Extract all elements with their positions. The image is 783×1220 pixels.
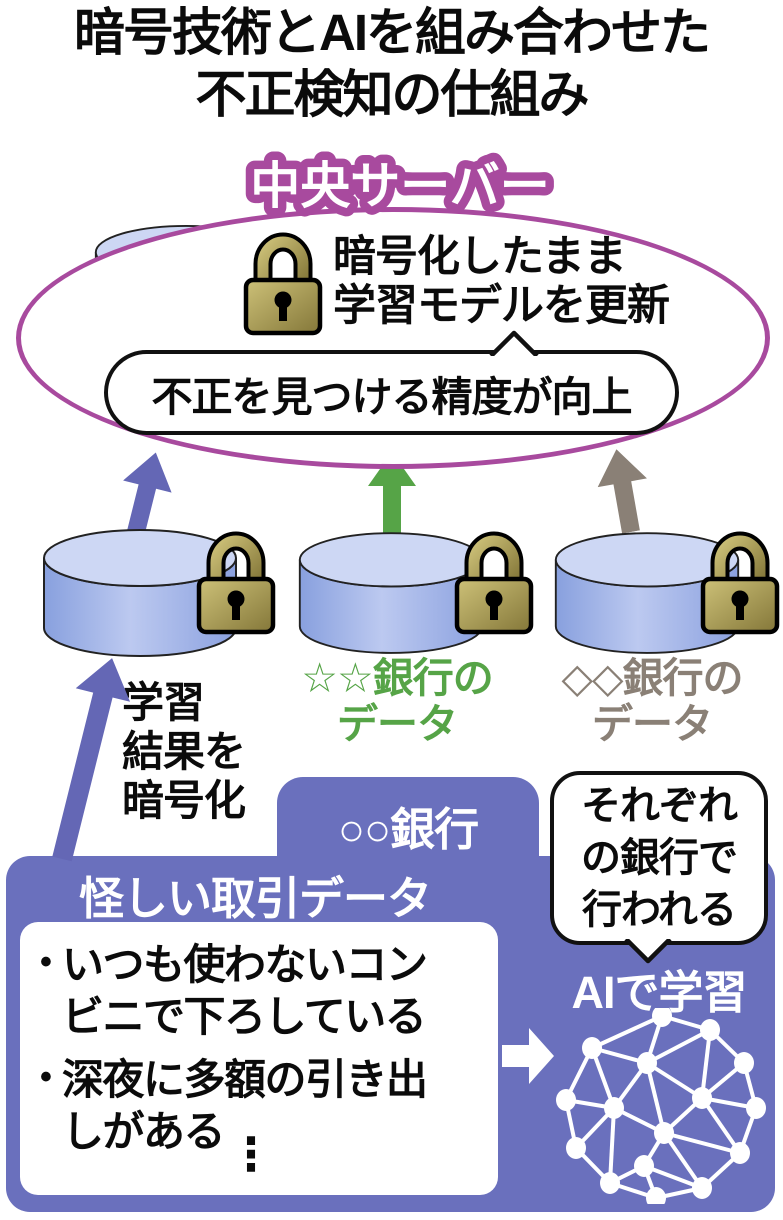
process-bubble-line1: それぞれ	[581, 784, 738, 828]
page-title: 暗号技術とAIを組み合わせた 不正検知の仕組み	[0, 2, 783, 126]
bullet1-line2: ビニで下ろしている	[62, 993, 427, 1040]
bank-panel-header: 怪しい取引データ	[78, 873, 432, 924]
list-item: • いつも使わないコン ビニで下ろしている	[40, 936, 490, 1043]
suspicious-data-box	[20, 922, 498, 1195]
bullet2-line1: 深夜に多額の引き出	[62, 1056, 428, 1103]
neural-network-icon	[556, 1008, 766, 1204]
encrypt-caption-line1: 学習	[122, 679, 205, 726]
bank2-caption: ☆☆銀行の データ	[282, 655, 512, 747]
server-note-line1: 暗号化したまま	[333, 233, 627, 281]
padlock-icon	[196, 531, 276, 635]
bullet1-line1: いつも使わないコン	[62, 941, 428, 988]
process-bubble: それぞれ の銀行で 行われる	[550, 771, 768, 945]
encrypt-caption: 学習 結果を 暗号化	[122, 678, 322, 825]
bank3-caption: ◇◇銀行の データ	[536, 655, 768, 747]
vertical-ellipsis: ⋮	[228, 1128, 274, 1180]
encrypt-caption-line3: 暗号化	[122, 777, 246, 824]
encrypt-upload-arrow-icon	[52, 658, 131, 862]
bank2-caption-line1: ☆☆銀行の	[301, 655, 494, 701]
process-bubble-line2: の銀行で	[581, 836, 738, 880]
padlock-icon	[700, 531, 780, 635]
suspicious-data-list: • いつも使わないコン ビニで下ろしている • 深夜に多額の引き出 しがある	[40, 936, 490, 1166]
ai-learning-label: AIで学習	[571, 967, 747, 1018]
bullet-icon: •	[40, 1058, 52, 1096]
bank2-cylinder-icon	[298, 532, 484, 654]
bank-panel-tab-label: ○○銀行	[337, 804, 479, 855]
encrypt-caption-line2: 結果を	[122, 728, 246, 775]
bank2-caption-line2: データ	[337, 701, 458, 747]
bubble-tail-down-icon	[624, 939, 672, 964]
upload-arrow-gray-icon	[597, 449, 647, 534]
server-note-line2: 学習モデルを更新	[333, 282, 670, 330]
result-bubble: 不正を見つける精度が向上	[104, 350, 679, 435]
right-arrow-icon	[502, 1028, 554, 1084]
bank3-caption-line2: データ	[592, 701, 713, 747]
bullet2-line2: しがある	[62, 1108, 226, 1155]
padlock-icon	[454, 531, 534, 635]
bank3-caption-line1: ◇◇銀行の	[561, 655, 743, 701]
page-title-line1: 暗号技術とAIを組み合わせた	[73, 4, 711, 61]
upload-arrow-green-icon	[368, 452, 416, 534]
list-item: • 深夜に多額の引き出 しがある	[40, 1051, 490, 1158]
upload-arrow-purple-icon	[123, 452, 172, 539]
central-server-badge-text: 中央サーバー	[250, 158, 550, 214]
padlock-icon	[243, 232, 323, 336]
bullet-icon: •	[40, 943, 52, 981]
central-server-badge: 中央サーバー	[242, 150, 559, 223]
process-bubble-line3: 行われる	[582, 888, 737, 932]
server-note: 暗号化したまま 学習モデルを更新	[333, 233, 753, 331]
bank1-cylinder-icon	[43, 529, 237, 657]
bubble-tail-up-icon	[489, 330, 539, 356]
page-title-line2: 不正検知の仕組み	[195, 66, 589, 123]
